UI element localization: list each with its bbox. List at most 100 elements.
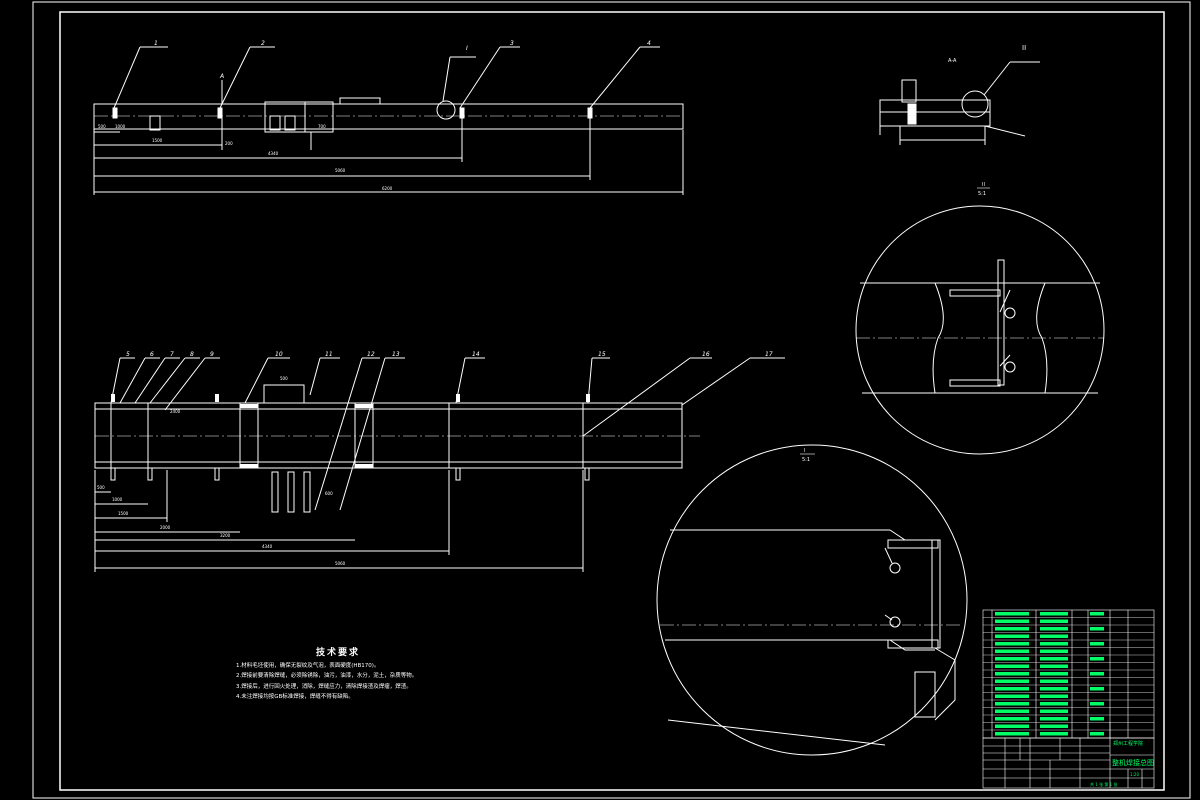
callout-3: 3	[510, 40, 514, 47]
svg-text:2400: 2400	[170, 409, 181, 414]
bom-cell-text	[1040, 724, 1068, 728]
bom-cell-text	[1040, 679, 1068, 683]
detail-II-scale: 5:1	[978, 191, 986, 197]
bom-cell-text	[1040, 732, 1068, 736]
bom-entries	[995, 612, 1104, 736]
bom-cell-text	[995, 687, 1029, 691]
top-view	[93, 46, 684, 195]
svg-text:4340: 4340	[262, 544, 273, 549]
bom-cell-text	[995, 664, 1029, 668]
bom-cell-text	[1090, 732, 1104, 736]
svg-text:500: 500	[98, 124, 106, 129]
bom-cell-text	[995, 732, 1029, 736]
callout-13: 13	[392, 351, 400, 358]
svg-text:2000: 2000	[160, 525, 171, 530]
front-view	[94, 357, 785, 572]
detail-I-title: I	[804, 448, 805, 454]
bom-cell-text	[1040, 619, 1068, 623]
svg-text:500: 500	[280, 376, 288, 381]
callout-11: 11	[325, 351, 333, 358]
bom-cell-text	[995, 724, 1029, 728]
bom-cell-text	[995, 657, 1029, 661]
detail-I-scale: 5:1	[802, 457, 810, 463]
bom-cell-text	[1040, 657, 1068, 661]
top-view-dim-text: 500 1000 1500 4340 5060 6200 700 200	[98, 124, 393, 191]
detail-II-title: II	[982, 182, 985, 188]
note-item: 4.未注焊接均按GB标准焊接，焊缝不得有缺陷。	[236, 694, 354, 700]
bom-cell-text	[1090, 627, 1104, 631]
bom-cell-text	[995, 717, 1029, 721]
svg-text:500: 500	[97, 485, 105, 490]
top-view-callouts: 1 2 3 4 I A	[154, 40, 651, 80]
detail-I-marker: I	[466, 45, 468, 52]
callout-8: 8	[190, 351, 194, 358]
front-view-callouts: 5 6 7 8 9 10 11 12 13 14 15 16 17	[126, 351, 773, 358]
svg-text:200: 200	[225, 141, 233, 146]
title-block	[982, 722, 1155, 789]
callout-9: 9	[210, 351, 214, 358]
bom-cell-text	[1040, 649, 1068, 653]
bom-cell-text	[1040, 664, 1068, 668]
note-item: 1.材料毛坯使用，确保无裂纹及气泡，表面硬度(HB170)。	[236, 662, 380, 669]
bom-cell-text	[1090, 612, 1104, 616]
callout-4: 4	[647, 40, 651, 47]
sheet-count: 共 1 张 第 1 张	[1090, 781, 1117, 787]
callout-1: 1	[154, 40, 158, 47]
detail-I-caption: I 5:1	[800, 448, 815, 463]
front-view-holes	[111, 394, 590, 468]
callout-17: 17	[765, 351, 773, 358]
bom-cell-text	[1040, 634, 1068, 638]
svg-text:1500: 1500	[118, 511, 129, 516]
detail-II-caption: II 5:1	[977, 182, 990, 197]
callout-12: 12	[367, 351, 375, 358]
callout-5: 5	[126, 351, 130, 358]
note-item: 3.焊接后，进行回火处理，消除，焊缝应力，清除焊接渣及焊瘤，焊渣。	[236, 683, 412, 690]
bom-cell-text	[995, 627, 1029, 631]
callout-16: 16	[702, 351, 710, 358]
bom-cell-text	[1040, 612, 1068, 616]
bom-cell-text	[1040, 687, 1068, 691]
bom-rows	[983, 617, 1154, 731]
front-view-dim-text: 500 1000 1500 2000 3200 4340 5060 500 60…	[97, 376, 346, 566]
bom-cell-text	[1040, 709, 1068, 713]
detail-II-marker: II	[1022, 44, 1026, 52]
bom-cell-text	[995, 619, 1029, 623]
bom-cell-text	[1040, 642, 1068, 646]
svg-text:5060: 5060	[335, 561, 346, 566]
technical-requirements: 技术要求 1.材料毛坯使用，确保无裂纹及气泡，表面硬度(HB170)。 2.焊接…	[236, 648, 417, 703]
bom-cell-text	[1090, 642, 1104, 646]
svg-text:600: 600	[325, 491, 333, 496]
bom-cell-text	[995, 709, 1029, 713]
outer-frame	[32, 1, 1191, 799]
company-name: 郑州工程学院	[1113, 740, 1143, 747]
svg-text:4340: 4340	[268, 151, 279, 156]
detail-I-view	[656, 444, 968, 756]
section-aa-text: A-A II	[948, 44, 1026, 64]
bom-cell-text	[1040, 694, 1068, 698]
bom-cell-text	[995, 679, 1029, 683]
notes-title: 技术要求	[316, 648, 361, 658]
title-block-text: 郑州工程学院 整机焊接总图 共 1 张 第 1 张 1:20	[1090, 740, 1154, 787]
svg-text:3200: 3200	[220, 533, 231, 538]
section-marker-A: A	[219, 73, 224, 80]
bom-cell-text	[1040, 717, 1068, 721]
bom-cell-text	[995, 612, 1029, 616]
bom-cell-text	[995, 642, 1029, 646]
bom-cell-text	[1090, 717, 1104, 721]
bom-cell-text	[1040, 672, 1068, 676]
callout-15: 15	[598, 351, 606, 358]
bom-cell-text	[995, 649, 1029, 653]
callout-6: 6	[150, 351, 154, 358]
callout-2: 2	[261, 40, 265, 47]
svg-text:1500: 1500	[152, 138, 163, 143]
bom-cell-text	[1090, 672, 1104, 676]
section-title: A-A	[948, 58, 957, 64]
svg-text:700: 700	[318, 124, 326, 129]
bom-cell-text	[995, 672, 1029, 676]
note-item: 2.焊接前要清除焊缝，必须除锈除，油污，油漆，水分，泥土，杂质等物。	[236, 673, 418, 679]
detail-II-view	[855, 205, 1105, 455]
bom-cell-text	[1090, 702, 1104, 706]
bom-cell-text	[995, 694, 1029, 698]
section-aa-view	[879, 61, 1040, 145]
